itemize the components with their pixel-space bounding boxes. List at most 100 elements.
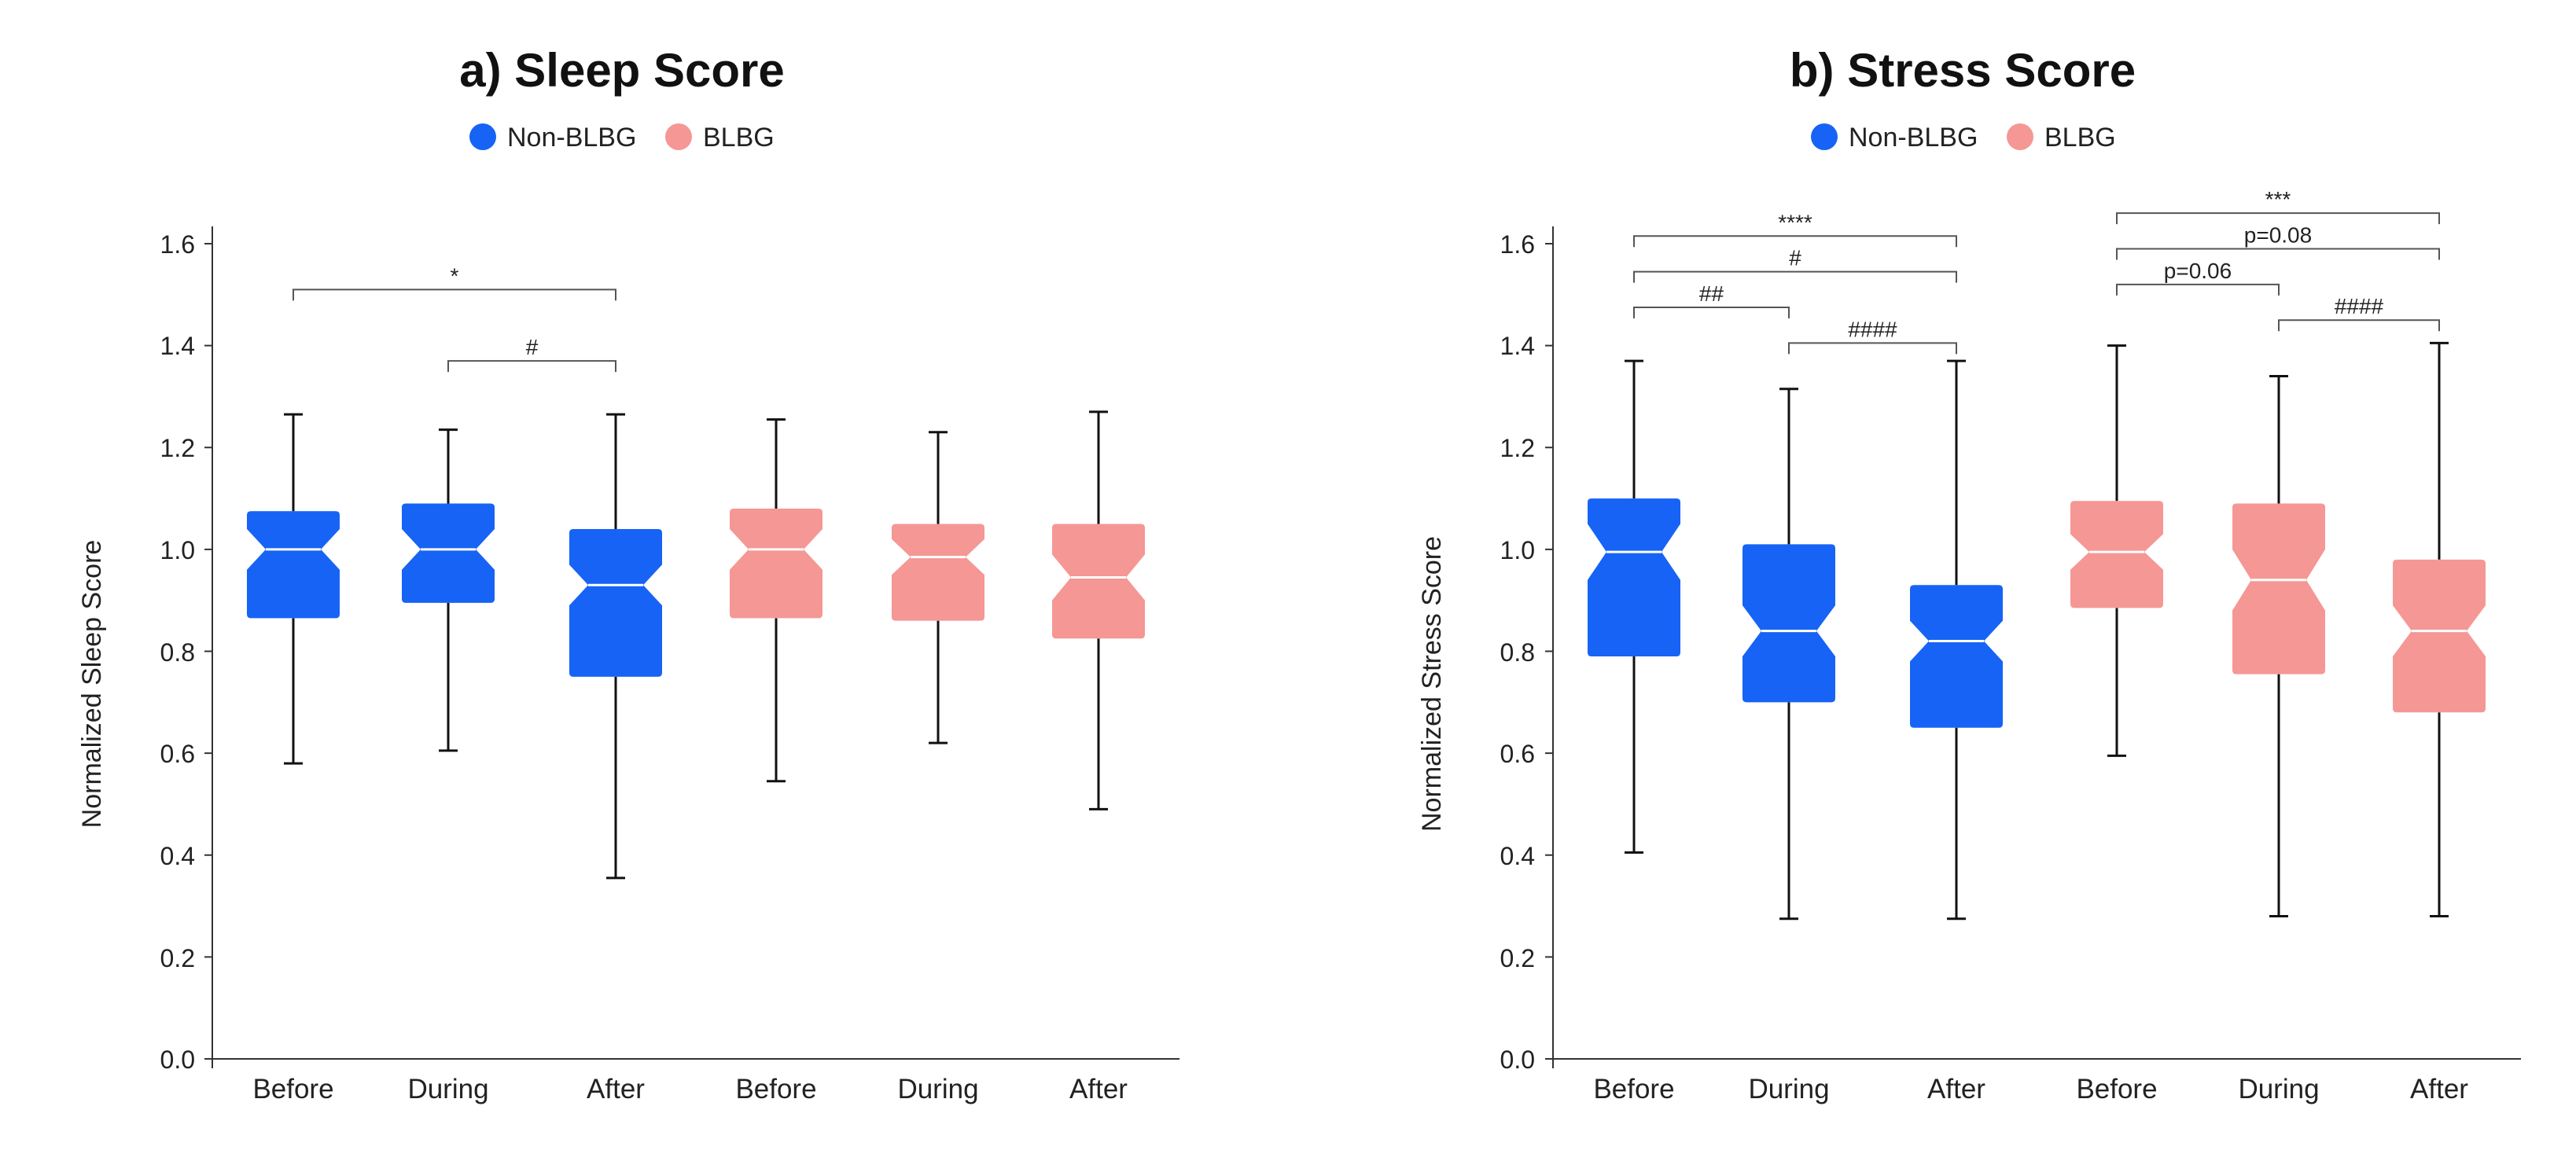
bracket-line xyxy=(2116,248,2440,260)
y-tick-label: 1.2 xyxy=(1500,434,1535,462)
significance-label: p=0.06 xyxy=(2164,259,2232,283)
box-non-blbg-after xyxy=(569,413,662,880)
box-body xyxy=(1052,524,1145,639)
y-tick-label: 0.0 xyxy=(160,1046,195,1074)
bracket-line xyxy=(1633,307,1790,319)
y-tick-label: 0.8 xyxy=(1500,638,1535,667)
y-ticks: 0.0 0.2 0.4 0.6 0.8 1.0 1.2 1.4 1.6 xyxy=(1500,230,1553,1074)
x-ticks: Before During After Before During After xyxy=(1593,1074,2468,1104)
significance-label: # xyxy=(526,335,539,359)
significance-bracket: #### xyxy=(2278,294,2440,332)
y-tick-label: 0.4 xyxy=(1500,842,1535,870)
significance-bracket: ## xyxy=(1633,281,1790,319)
box-non-blbg-before xyxy=(1588,359,1680,854)
y-tick-label: 0.6 xyxy=(1500,740,1535,768)
y-axis-label: Normalized Sleep Score xyxy=(77,540,107,829)
bracket-line xyxy=(2278,319,2440,332)
bracket-line xyxy=(1633,235,1957,248)
box-body xyxy=(2232,503,2325,674)
y-tick-label: 0.2 xyxy=(160,944,195,972)
legend-label-blbg: BLBG xyxy=(703,123,775,153)
x-tick-label: During xyxy=(407,1074,488,1104)
x-tick-label: After xyxy=(587,1074,645,1104)
box-body xyxy=(2070,501,2163,608)
box-body xyxy=(892,524,984,621)
significance-bracket: p=0.06 xyxy=(2116,259,2280,296)
legend: Non-BLBG BLBG xyxy=(1811,123,2116,153)
legend-label-non-blbg: Non-BLBG xyxy=(1849,123,1978,153)
bracket-line xyxy=(2116,283,2280,296)
x-tick-label: Before xyxy=(735,1074,816,1104)
x-tick-label: During xyxy=(2238,1074,2319,1104)
box-body xyxy=(730,509,822,619)
box-blbg-before xyxy=(730,418,822,783)
box-non-blbg-before xyxy=(247,413,340,765)
box-body xyxy=(1588,498,1680,656)
y-tick-label: 0.4 xyxy=(160,842,195,870)
y-tick-label: 0.0 xyxy=(1500,1046,1535,1074)
significance-label: **** xyxy=(1778,210,1812,234)
box-body xyxy=(247,511,340,619)
significance-label: ## xyxy=(1699,281,1724,306)
x-tick-label: During xyxy=(1748,1074,1829,1104)
significance-label: #### xyxy=(1848,317,1897,341)
significance-label: # xyxy=(1789,246,1801,270)
bracket-line xyxy=(447,360,616,373)
significance-bracket: #### xyxy=(1788,317,1957,355)
x-tick-label: After xyxy=(1069,1074,1128,1104)
x-tick-label: After xyxy=(2410,1074,2468,1104)
x-tick-label: After xyxy=(1927,1074,1985,1104)
y-tick-label: 0.6 xyxy=(160,740,195,768)
bracket-line xyxy=(1633,270,1957,283)
y-ticks: 0.0 0.2 0.4 0.6 0.8 1.0 1.2 1.4 1.6 xyxy=(160,230,212,1074)
significance-label: *** xyxy=(2265,187,2291,211)
legend-swatch-blbg xyxy=(665,123,692,150)
significance-label: * xyxy=(451,263,459,288)
y-tick-label: 1.0 xyxy=(1500,536,1535,564)
box-non-blbg-during xyxy=(402,428,495,752)
bracket-line xyxy=(1788,342,1957,355)
panel-title: a) Sleep Score xyxy=(459,44,785,97)
y-tick-label: 0.8 xyxy=(160,638,195,667)
box-blbg-during xyxy=(892,431,984,744)
bracket-line xyxy=(2116,212,2440,225)
x-ticks: Before During After Before During After xyxy=(252,1074,1128,1104)
box-blbg-during xyxy=(2232,375,2325,918)
box-blbg-after xyxy=(2393,341,2486,918)
x-tick-label: Before xyxy=(1593,1074,1674,1104)
y-tick-label: 0.2 xyxy=(1500,944,1535,972)
legend-swatch-blbg xyxy=(2007,123,2033,150)
box-body xyxy=(2393,559,2486,713)
significance-label: p=0.08 xyxy=(2244,222,2312,247)
box-blbg-after xyxy=(1052,410,1145,810)
panel-title: b) Stress Score xyxy=(1790,44,2136,97)
y-axis-label: Normalized Stress Score xyxy=(1417,536,1447,832)
significance-bracket: * xyxy=(293,263,616,301)
box-body xyxy=(569,528,662,677)
plot-area: *# xyxy=(212,226,1179,1068)
bracket-line xyxy=(293,288,616,301)
box-non-blbg-after xyxy=(1910,359,2003,921)
x-tick-label: Before xyxy=(252,1074,333,1104)
legend-swatch-non-blbg xyxy=(469,123,496,150)
significance-bracket: p=0.08 xyxy=(2116,222,2440,260)
sleep-score-panel: a) Sleep Score Non-BLBG BLBG Normalized … xyxy=(77,44,1179,1104)
significance-label: #### xyxy=(2335,294,2384,318)
legend: Non-BLBG BLBG xyxy=(469,123,775,153)
y-tick-label: 1.6 xyxy=(160,230,195,259)
y-tick-label: 1.0 xyxy=(160,536,195,564)
x-tick-label: During xyxy=(897,1074,978,1104)
box-blbg-before xyxy=(2070,344,2163,757)
y-tick-label: 1.2 xyxy=(160,434,195,462)
box-body xyxy=(1742,544,1835,703)
legend-swatch-non-blbg xyxy=(1811,123,1838,150)
significance-bracket: **** xyxy=(1633,210,1957,248)
significance-bracket: # xyxy=(1633,246,1957,283)
x-tick-label: Before xyxy=(2076,1074,2157,1104)
legend-label-non-blbg: Non-BLBG xyxy=(507,123,636,153)
significance-bracket: # xyxy=(447,335,616,373)
legend-label-blbg: BLBG xyxy=(2044,123,2116,153)
box-non-blbg-during xyxy=(1742,388,1835,921)
plot-area: ****#######***p=0.08p=0.06#### xyxy=(1552,187,2521,1068)
